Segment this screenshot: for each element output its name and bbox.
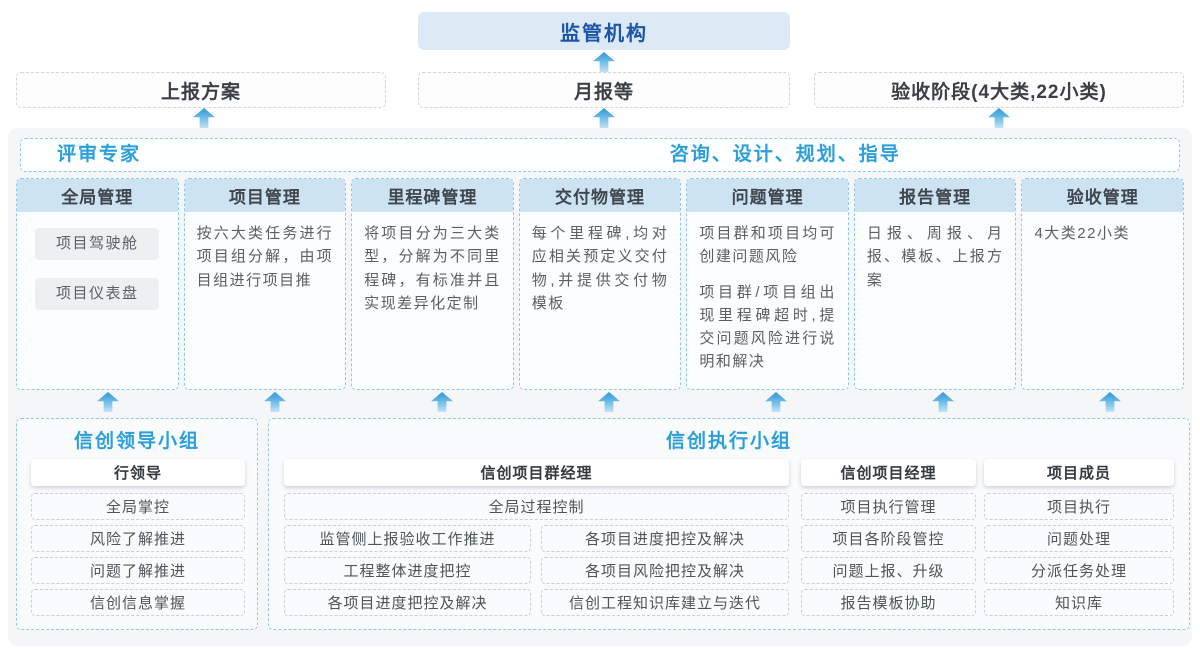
module-card-acceptance: 验收管理 4大类22小类 xyxy=(1021,178,1185,390)
module-title: 项目管理 xyxy=(184,179,346,212)
module-body: 按六大类任务进行项目组分解，由项目组进行项目推 xyxy=(185,212,346,302)
list-item: 信创信息掌握 xyxy=(31,589,245,616)
list-item: 问题了解推进 xyxy=(31,557,245,584)
module-title: 验收管理 xyxy=(1022,179,1184,212)
list-item: 全局过程控制 xyxy=(284,493,789,520)
up-arrow-icon xyxy=(264,392,286,412)
up-arrow-icon xyxy=(593,108,615,128)
role-bank-leader: 行领导 xyxy=(31,459,245,486)
role-project-member: 项目成员 xyxy=(984,459,1174,486)
list-item: 信创工程知识库建立与迭代 xyxy=(541,589,789,616)
platform-roles-bar: 评审专家 咨询、设计、规划、指导 xyxy=(20,138,1180,172)
platform-container: 评审专家 咨询、设计、规划、指导 全局管理 项目驾驶舱 项目仪表盘 项目管理 按… xyxy=(8,128,1192,646)
module-title: 里程碑管理 xyxy=(352,179,513,212)
up-arrow-icon xyxy=(932,392,954,412)
module-row: 全局管理 项目驾驶舱 项目仪表盘 项目管理 按六大类任务进行项目组分解，由项目组… xyxy=(16,178,1185,390)
up-arrow-icon xyxy=(97,392,119,412)
list-item: 全局掌控 xyxy=(31,493,245,520)
list-item: 各项目进度把控及解决 xyxy=(541,525,789,552)
up-arrow-icon xyxy=(598,392,620,412)
leadership-group: 信创领导小组 行领导 全局掌控 风险了解推进 问题了解推进 信创信息掌握 xyxy=(16,418,258,630)
role-project-manager: 信创项目经理 xyxy=(801,459,976,486)
module-body: 将项目分为三大类型，分解为不同里程碑，有标准并且实现差异化定制 xyxy=(352,212,513,325)
list-item: 项目执行 xyxy=(984,493,1174,520)
reviewer-role-label: 评审专家 xyxy=(57,144,142,165)
execution-group: 信创执行小组 信创项目群经理 全局过程控制 监管侧上报验收工作推进 工程整体进度… xyxy=(268,418,1190,630)
module-title: 交付物管理 xyxy=(519,179,681,212)
up-arrow-icon xyxy=(593,52,615,72)
list-item: 项目各阶段管控 xyxy=(801,525,976,552)
module-card-global: 全局管理 项目驾驶舱 项目仪表盘 xyxy=(16,178,179,390)
pill-item: 项目驾驶舱 xyxy=(35,228,160,260)
list-item: 风险了解推进 xyxy=(31,525,245,552)
module-card-deliverable: 交付物管理 每个里程碑,均对应相关预定义交付物,并提供交付物模板 xyxy=(518,178,682,390)
pill-item: 项目仪表盘 xyxy=(35,278,160,310)
module-body: 4大类22小类 xyxy=(1022,212,1183,255)
execution-group-title: 信创执行小组 xyxy=(665,431,792,452)
module-card-report: 报告管理 日报、周报、月报、模板、上报方案 xyxy=(853,178,1017,390)
module-desc: 项目群和项目均可创建问题风险 xyxy=(699,225,836,266)
arrow-row xyxy=(16,392,1184,414)
module-desc: 按六大类任务进行项目组分解，由项目组进行项目推 xyxy=(196,225,334,289)
list-item: 问题处理 xyxy=(984,525,1174,552)
list-item: 各项目进度把控及解决 xyxy=(284,589,531,616)
module-title: 报告管理 xyxy=(854,179,1016,212)
module-desc: 每个里程碑,均对应相关预定义交付物,并提供交付物模板 xyxy=(531,225,669,312)
up-arrow-icon xyxy=(988,108,1010,128)
up-arrow-icon xyxy=(1099,392,1121,412)
module-desc: 项目群/项目组出现里程碑超时,提交问题风险进行说明和解决 xyxy=(699,283,836,371)
module-card-milestone: 里程碑管理 将项目分为三大类型，分解为不同里程碑，有标准并且实现差异化定制 xyxy=(351,178,514,390)
leadership-group-title: 信创领导小组 xyxy=(73,431,200,452)
module-desc: 日报、周报、月报、模板、上报方案 xyxy=(866,225,1004,289)
list-item: 报告模板协助 xyxy=(801,589,976,616)
module-desc: 将项目分为三大类型，分解为不同里程碑，有标准并且实现差异化定制 xyxy=(364,225,501,312)
up-arrow-icon xyxy=(431,392,453,412)
module-title: 全局管理 xyxy=(17,179,178,212)
module-card-issue: 问题管理 项目群和项目均可创建问题风险 项目群/项目组出现里程碑超时,提交问题风… xyxy=(686,178,849,390)
module-title: 问题管理 xyxy=(687,179,848,212)
up-arrow-icon xyxy=(765,392,787,412)
list-item: 问题上报、升级 xyxy=(801,557,976,584)
report-node-acceptance: 验收阶段(4大类,22小类) xyxy=(814,72,1184,108)
module-body: 每个里程碑,均对应相关预定义交付物,并提供交付物模板 xyxy=(520,212,681,325)
module-card-project: 项目管理 按六大类任务进行项目组分解，由项目组进行项目推 xyxy=(183,178,347,390)
report-node-plan: 上报方案 xyxy=(16,72,386,108)
regulator-node: 监管机构 xyxy=(418,12,790,50)
list-item: 分派任务处理 xyxy=(984,557,1174,584)
module-desc: 4大类22小类 xyxy=(1034,225,1130,242)
list-item: 监管侧上报验收工作推进 xyxy=(284,525,531,552)
list-item: 知识库 xyxy=(984,589,1174,616)
list-item: 各项目风险把控及解决 xyxy=(541,557,789,584)
consulting-role-label: 咨询、设计、规划、指导 xyxy=(669,144,901,165)
module-body: 日报、周报、月报、模板、上报方案 xyxy=(855,212,1016,302)
up-arrow-icon xyxy=(193,108,215,128)
list-item: 工程整体进度把控 xyxy=(284,557,531,584)
module-body: 项目群和项目均可创建问题风险 项目群/项目组出现里程碑超时,提交问题风险进行说明… xyxy=(687,212,848,384)
role-program-manager: 信创项目群经理 xyxy=(284,459,789,486)
module-body: 项目驾驶舱 项目仪表盘 xyxy=(17,212,178,320)
list-item: 项目执行管理 xyxy=(801,493,976,520)
report-node-monthly: 月报等 xyxy=(418,72,790,108)
